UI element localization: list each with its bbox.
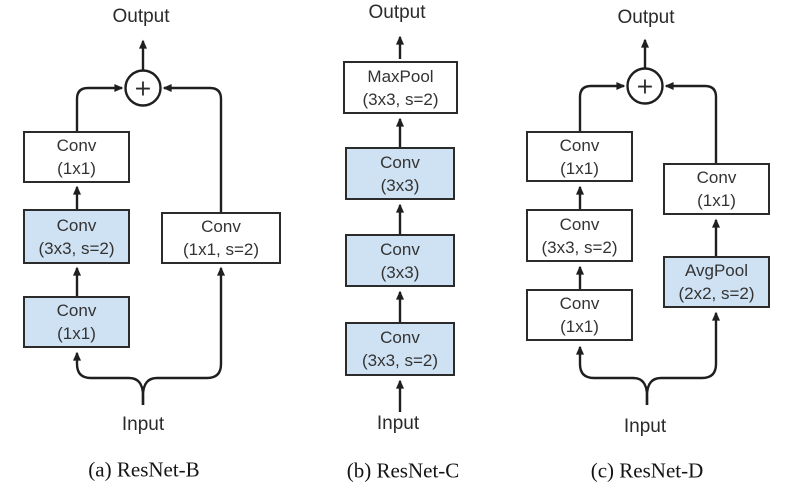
block-params: (1x1) [697,191,736,210]
panel-caption: (c) ResNet-D [590,458,704,483]
block-title: MaxPool [367,66,434,86]
panel-caption: (b) ResNet-C [346,458,460,483]
panel-c-wires: + [575,38,721,405]
maxpool-block: MaxPool (3x3, s=2) [343,61,458,114]
add-node [124,69,162,107]
block-params: (2x2, s=2) [678,284,755,303]
conv-1x1-block: Conv (1x1) [23,296,130,348]
block-title: Conv [56,215,97,235]
conv-3x3-block: Conv (3x3) [345,147,455,200]
block-title: Conv [56,301,97,320]
block-title: Conv [380,328,420,347]
input-label: Input [121,414,165,435]
shortcut-to-add-arrow [664,81,718,163]
block-params: (1x1, s=2) [182,240,260,259]
block-title: AvgPool [684,261,748,280]
block-title: Conv [56,136,97,155]
input-split-left-arrow [72,351,145,405]
input-label: Input [623,416,667,437]
conv-3x3-s2-block: Conv (3x3, s=2) [345,322,455,376]
block-title: Conv [380,152,420,172]
block-params: (3x3, s=2) [362,89,439,109]
conv-1x1-block: Conv (1x1) [526,289,633,341]
block-params: (1x1) [560,158,599,178]
block-params: (3x3, s=2) [541,237,618,257]
conv-1x1-block: Conv (1x1) [663,163,770,215]
block-title: Conv [696,168,737,187]
add-node [626,67,664,105]
block-title: Conv [559,294,600,313]
input-split-right-arrow [141,266,226,405]
block-params: (3x3, s=2) [361,351,439,370]
input-split-right-arrow [645,311,721,405]
conv-1x1-block: Conv (1x1) [23,131,130,183]
conv-1x1-block: Conv (1x1) [526,131,633,182]
avgpool-block: AvgPool (2x2, s=2) [663,256,770,308]
output-label: Output [617,7,675,28]
plus-icon: + [636,75,654,100]
block-params: (3x3, s=2) [38,238,115,258]
conv-3x3-s2-block: Conv (3x3, s=2) [23,209,130,264]
main-branch-to-add-arrow [75,83,124,131]
main-branch-to-add-arrow [578,81,626,131]
input-label: Input [376,413,420,434]
block-params: (1x1) [560,317,599,336]
conv-3x3-s2-block: Conv (3x3, s=2) [526,209,633,262]
panel-caption: (a) ResNet-B [88,457,200,482]
block-title: Conv [380,239,420,259]
block-params: (1x1) [57,159,96,178]
panel-a-wires: + [72,39,226,405]
plus-icon: + [134,77,152,102]
block-params: (3x3) [380,175,420,195]
output-label: Output [368,2,426,23]
shortcut-to-add-arrow [162,83,223,212]
block-title: Conv [559,214,600,234]
conv-1x1-s2-block: Conv (1x1, s=2) [161,212,281,264]
input-split-left-arrow [575,345,649,405]
output-label: Output [112,6,170,27]
block-params: (1x1) [57,324,96,343]
block-params: (3x3) [380,262,420,282]
block-title: Conv [559,135,600,155]
conv-3x3-block: Conv (3x3) [345,234,455,287]
block-title: Conv [201,217,241,236]
